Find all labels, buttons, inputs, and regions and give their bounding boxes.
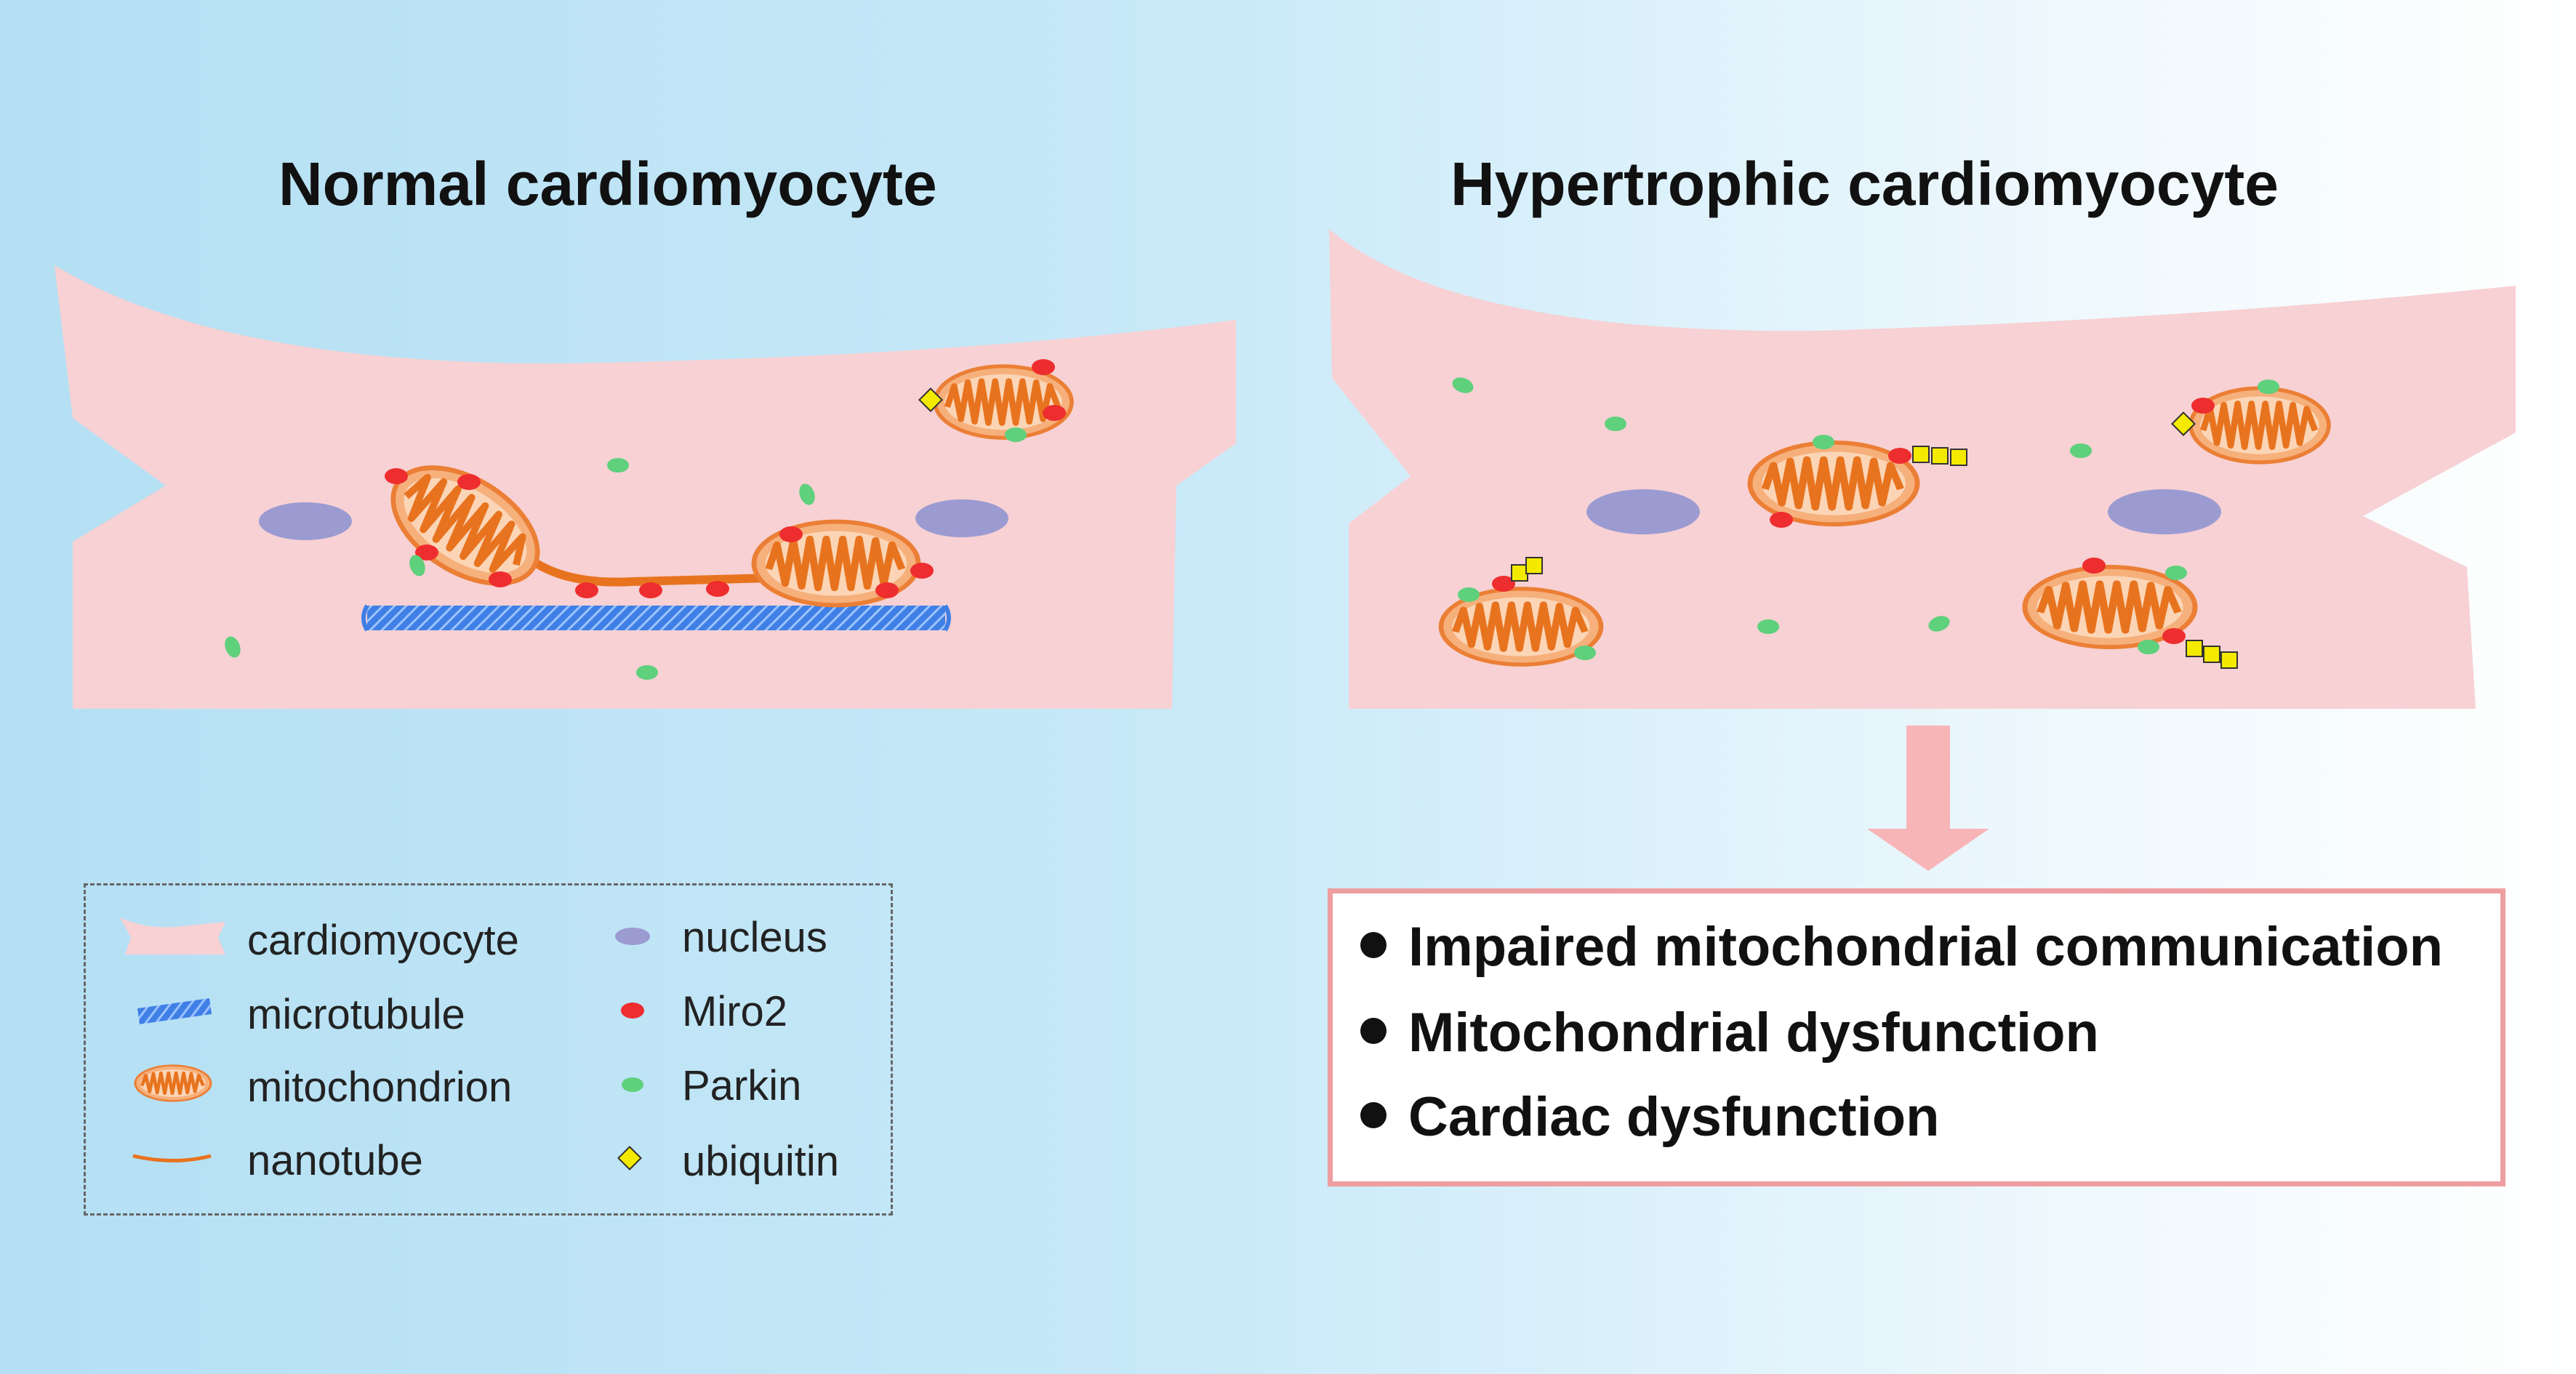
hypertrophic-cell [1329,229,2516,709]
legend-label-microtubule: microtubule [247,991,465,1038]
nanotube [528,556,771,587]
outcome-text: Impaired mitochondrial communication [1408,916,2444,978]
outcome-item: Mitochondrial dysfunction [1360,1001,2099,1064]
mitochondrion [935,366,1072,438]
outcome-text: Mitochondrial dysfunction [1408,1002,2099,1064]
legend-symbols [120,917,650,1170]
outcome-item: Cardiac dysfunction [1360,1085,1940,1149]
microtubule-legend-symbol [137,998,212,1024]
microtubule [361,604,951,632]
legend-label-ubiquitin: ubiquitin [682,1138,840,1185]
cardiomyocyte-legend-symbol [120,917,225,955]
nucleus [915,499,1008,537]
legend-label-parkin: Parkin [682,1062,802,1109]
legend-label-nucleus: nucleus [682,914,827,961]
normal-cardiomyocyte-title: Normal cardiomyocyte [278,150,937,218]
nanotube-legend-symbol [132,1154,212,1162]
cell-body [1329,229,2516,709]
bullet-icon [1360,1018,1387,1044]
outcome-item: Impaired mitochondrial communication [1360,915,2443,979]
outcomes-box: Impaired mitochondrial communication Mit… [1328,888,2505,1186]
bullet-icon [1360,932,1387,958]
nucleus [259,502,352,540]
legend-label-cardiomyocyte: cardiomyocyte [247,917,519,964]
outcome-text: Cardiac dysfunction [1408,1086,1940,1148]
hypertrophic-cardiomyocyte-title: Hypertrophic cardiomyocyte [1450,150,2279,218]
nucleus [2108,489,2221,534]
nucleus [1586,489,1700,534]
nucleus-legend-symbol [615,928,650,945]
bullet-icon [1360,1102,1387,1128]
legend-label-mitochondrion: mitochondrion [247,1064,513,1111]
legend: cardiomyocyte microtubule mitochondrion … [84,883,893,1216]
mitochondrion [2191,388,2329,462]
down-arrow [1867,726,1989,871]
legend-label-nanotube: nanotube [247,1137,423,1184]
normal-cell [55,265,1236,709]
legend-label-miro2: Miro2 [682,988,788,1035]
cell-body [55,265,1236,709]
